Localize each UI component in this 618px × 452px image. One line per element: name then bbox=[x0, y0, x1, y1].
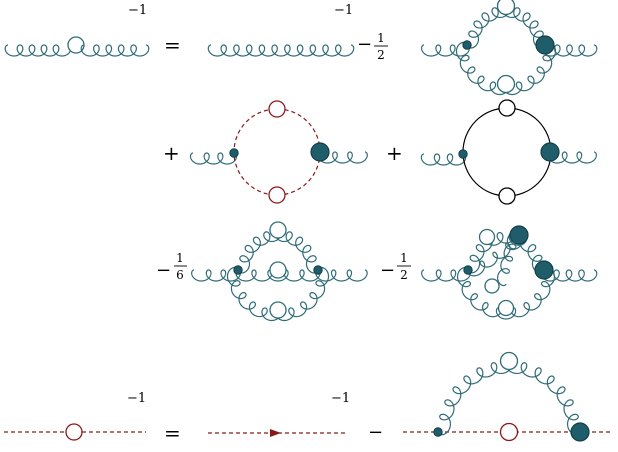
fraction-denominator: 2 bbox=[400, 268, 408, 282]
bare-vertex bbox=[233, 265, 243, 275]
full-propagator-marker bbox=[496, 0, 516, 16]
gluon-squint-diagram bbox=[421, 225, 598, 320]
gluon-line bbox=[235, 269, 321, 282]
gluon-line bbox=[421, 269, 471, 282]
fraction-numerator: 1 bbox=[176, 251, 184, 265]
lhs-full-gluon-propagator bbox=[4, 36, 150, 57]
inverse-exponent: −1 bbox=[334, 3, 353, 18]
minus-sign: − bbox=[357, 34, 372, 55]
equals-sign: = bbox=[164, 421, 181, 445]
quark-loop-line bbox=[462, 107, 552, 197]
quark-loop-diagram bbox=[420, 99, 597, 205]
ghost-loop-line bbox=[233, 108, 321, 196]
gluon-line bbox=[497, 231, 520, 287]
dressed-vertex bbox=[534, 260, 554, 280]
gluon-line bbox=[191, 269, 241, 282]
bare-gluon-propagator bbox=[207, 44, 355, 57]
dressed-vertex bbox=[570, 422, 590, 442]
inverse-exponent: −1 bbox=[128, 3, 147, 18]
full-propagator-marker bbox=[499, 351, 519, 371]
full-propagator-marker bbox=[478, 228, 496, 246]
full-propagator-marker bbox=[499, 422, 519, 442]
gluon-line bbox=[207, 44, 355, 57]
ghost-arrow-icon bbox=[270, 429, 281, 437]
gluon-line bbox=[4, 44, 72, 57]
dressed-vertex bbox=[540, 142, 560, 162]
full-propagator-marker bbox=[497, 299, 515, 317]
gluon-sunset-diagram bbox=[191, 221, 368, 322]
gluon-line bbox=[540, 269, 598, 282]
fraction-denominator: 2 bbox=[377, 48, 385, 62]
bare-ghost-propagator bbox=[208, 429, 348, 437]
minus-sign: − bbox=[380, 260, 395, 281]
full-propagator-marker bbox=[498, 99, 516, 117]
gluon-line bbox=[547, 151, 597, 164]
full-propagator-marker bbox=[269, 301, 287, 319]
fraction-denominator: 6 bbox=[176, 268, 184, 282]
lhs-full-ghost-propagator bbox=[4, 423, 146, 441]
ghost-self-energy-diagram bbox=[403, 351, 612, 442]
ghost-loop-diagram bbox=[189, 100, 368, 204]
plus-sign: + bbox=[386, 141, 403, 165]
full-propagator-marker bbox=[498, 187, 516, 205]
plus-sign: + bbox=[163, 141, 180, 165]
gluon-dse-row-2: + + bbox=[163, 99, 597, 205]
fraction-numerator: 1 bbox=[377, 31, 385, 45]
gluon-line bbox=[456, 267, 556, 320]
gluon-dse-row-3: − 1 6 − 1 2 bbox=[156, 221, 598, 322]
inverse-exponent: −1 bbox=[331, 391, 350, 406]
coefficient-one-half: 1 2 bbox=[397, 251, 411, 282]
full-propagator-marker bbox=[269, 261, 287, 279]
equals-sign: = bbox=[164, 33, 181, 57]
full-propagator-marker bbox=[269, 221, 287, 239]
gluon-loop-diagram bbox=[421, 0, 598, 96]
gluon-line bbox=[80, 44, 150, 57]
dressed-vertex bbox=[535, 35, 555, 55]
bare-vertex bbox=[229, 148, 239, 158]
gluon-line bbox=[541, 44, 598, 57]
gluon-line bbox=[317, 151, 368, 164]
bare-vertex bbox=[433, 427, 443, 437]
minus-sign: − bbox=[368, 422, 383, 443]
coefficient-one-half: 1 2 bbox=[374, 31, 388, 62]
gluon-line bbox=[467, 231, 545, 274]
full-propagator-marker bbox=[484, 278, 500, 294]
full-propagator-marker bbox=[496, 74, 516, 94]
full-propagator-marker bbox=[268, 186, 286, 204]
bare-vertex bbox=[463, 265, 473, 275]
minus-sign: − bbox=[156, 260, 171, 281]
fraction-numerator: 1 bbox=[400, 251, 408, 265]
gluon-line bbox=[315, 269, 368, 282]
gluon-line bbox=[466, 234, 524, 277]
dressed-vertex bbox=[310, 142, 330, 162]
bare-vertex bbox=[313, 265, 323, 275]
full-propagator-marker bbox=[65, 423, 83, 441]
gluon-dse-row-1: −1 = −1 − 1 2 bbox=[4, 0, 598, 96]
gluon-line bbox=[421, 44, 470, 57]
bare-vertex bbox=[458, 149, 468, 159]
dressed-vertex bbox=[509, 225, 529, 245]
bare-vertex bbox=[462, 40, 472, 50]
coefficient-one-sixth: 1 6 bbox=[174, 251, 187, 282]
inverse-exponent: −1 bbox=[127, 391, 146, 406]
gluon-line bbox=[420, 153, 467, 166]
full-propagator-marker bbox=[268, 100, 286, 118]
gluon-line bbox=[189, 152, 238, 165]
ghost-dse-row: −1 = −1 − bbox=[4, 351, 612, 445]
